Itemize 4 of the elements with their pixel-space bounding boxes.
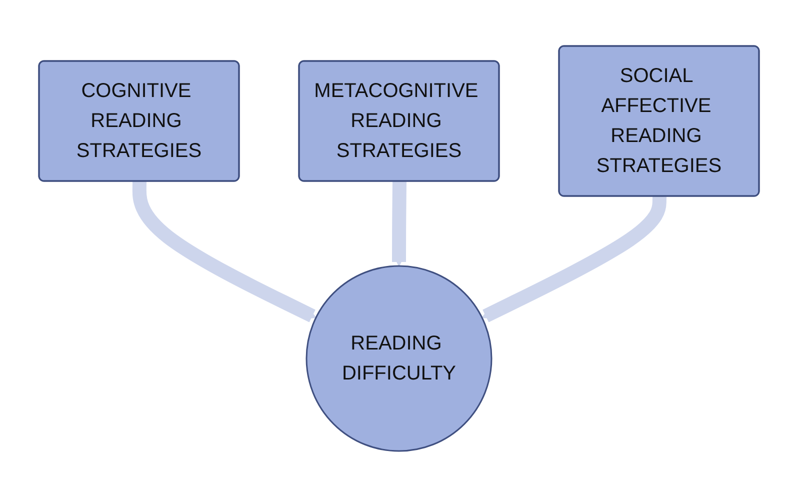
arrow [481, 195, 666, 322]
node-circle: READING DIFFICULTY [305, 265, 492, 452]
arrow [132, 181, 316, 322]
arrow [392, 181, 406, 266]
